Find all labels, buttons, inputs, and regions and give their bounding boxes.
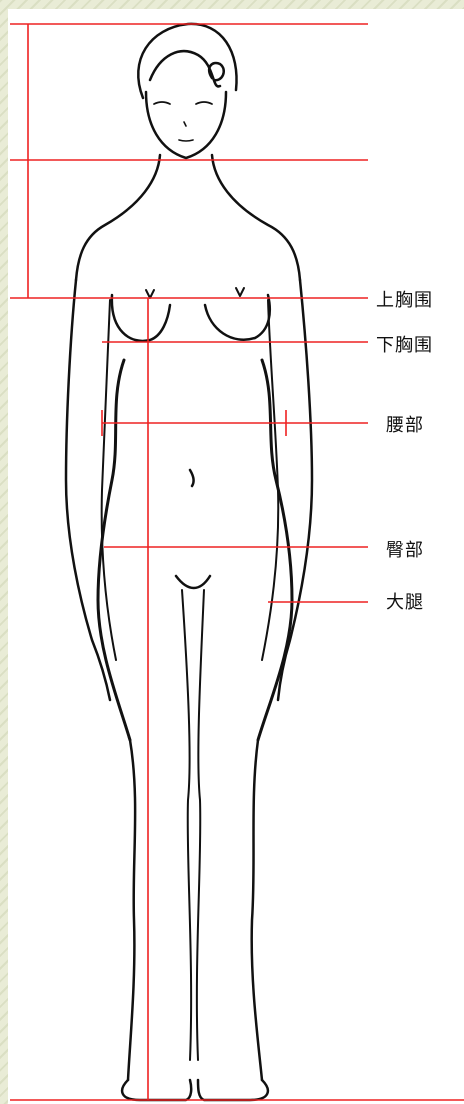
figure-outline	[64, 22, 314, 1102]
arm-left-inner	[100, 299, 117, 661]
torso-left	[96, 358, 132, 742]
under-bust-label: 下胸围	[376, 335, 433, 356]
leg-left-outer	[126, 738, 137, 1082]
mouth	[178, 139, 194, 142]
waist-label: 腰部	[386, 415, 424, 436]
navel	[188, 468, 195, 488]
foot-left	[120, 1078, 193, 1102]
face	[144, 90, 228, 160]
breast-left	[110, 293, 172, 343]
measurement-lines	[10, 23, 464, 1101]
crotch	[174, 574, 212, 590]
neck-right	[210, 153, 302, 282]
foot-right	[196, 1078, 270, 1102]
hip-label: 臀部	[386, 540, 424, 561]
leg-right-outer	[250, 738, 264, 1082]
hair	[137, 22, 238, 100]
leg-left-inner	[181, 589, 193, 1061]
eye-left	[153, 101, 171, 105]
diagram-panel	[8, 9, 464, 1104]
nipple-left	[145, 289, 155, 299]
nipple-right	[235, 287, 245, 297]
nose	[183, 121, 187, 127]
upper-bust-label: 上胸围	[376, 290, 433, 311]
arm-right-outer	[276, 278, 314, 702]
torso-right	[256, 358, 294, 742]
neck-left	[74, 153, 162, 282]
arm-left-outer	[64, 278, 112, 702]
leg-right-inner	[195, 589, 205, 1061]
eye-right	[195, 101, 213, 105]
breast-right	[203, 293, 272, 341]
thigh-label: 大腿	[386, 592, 424, 613]
